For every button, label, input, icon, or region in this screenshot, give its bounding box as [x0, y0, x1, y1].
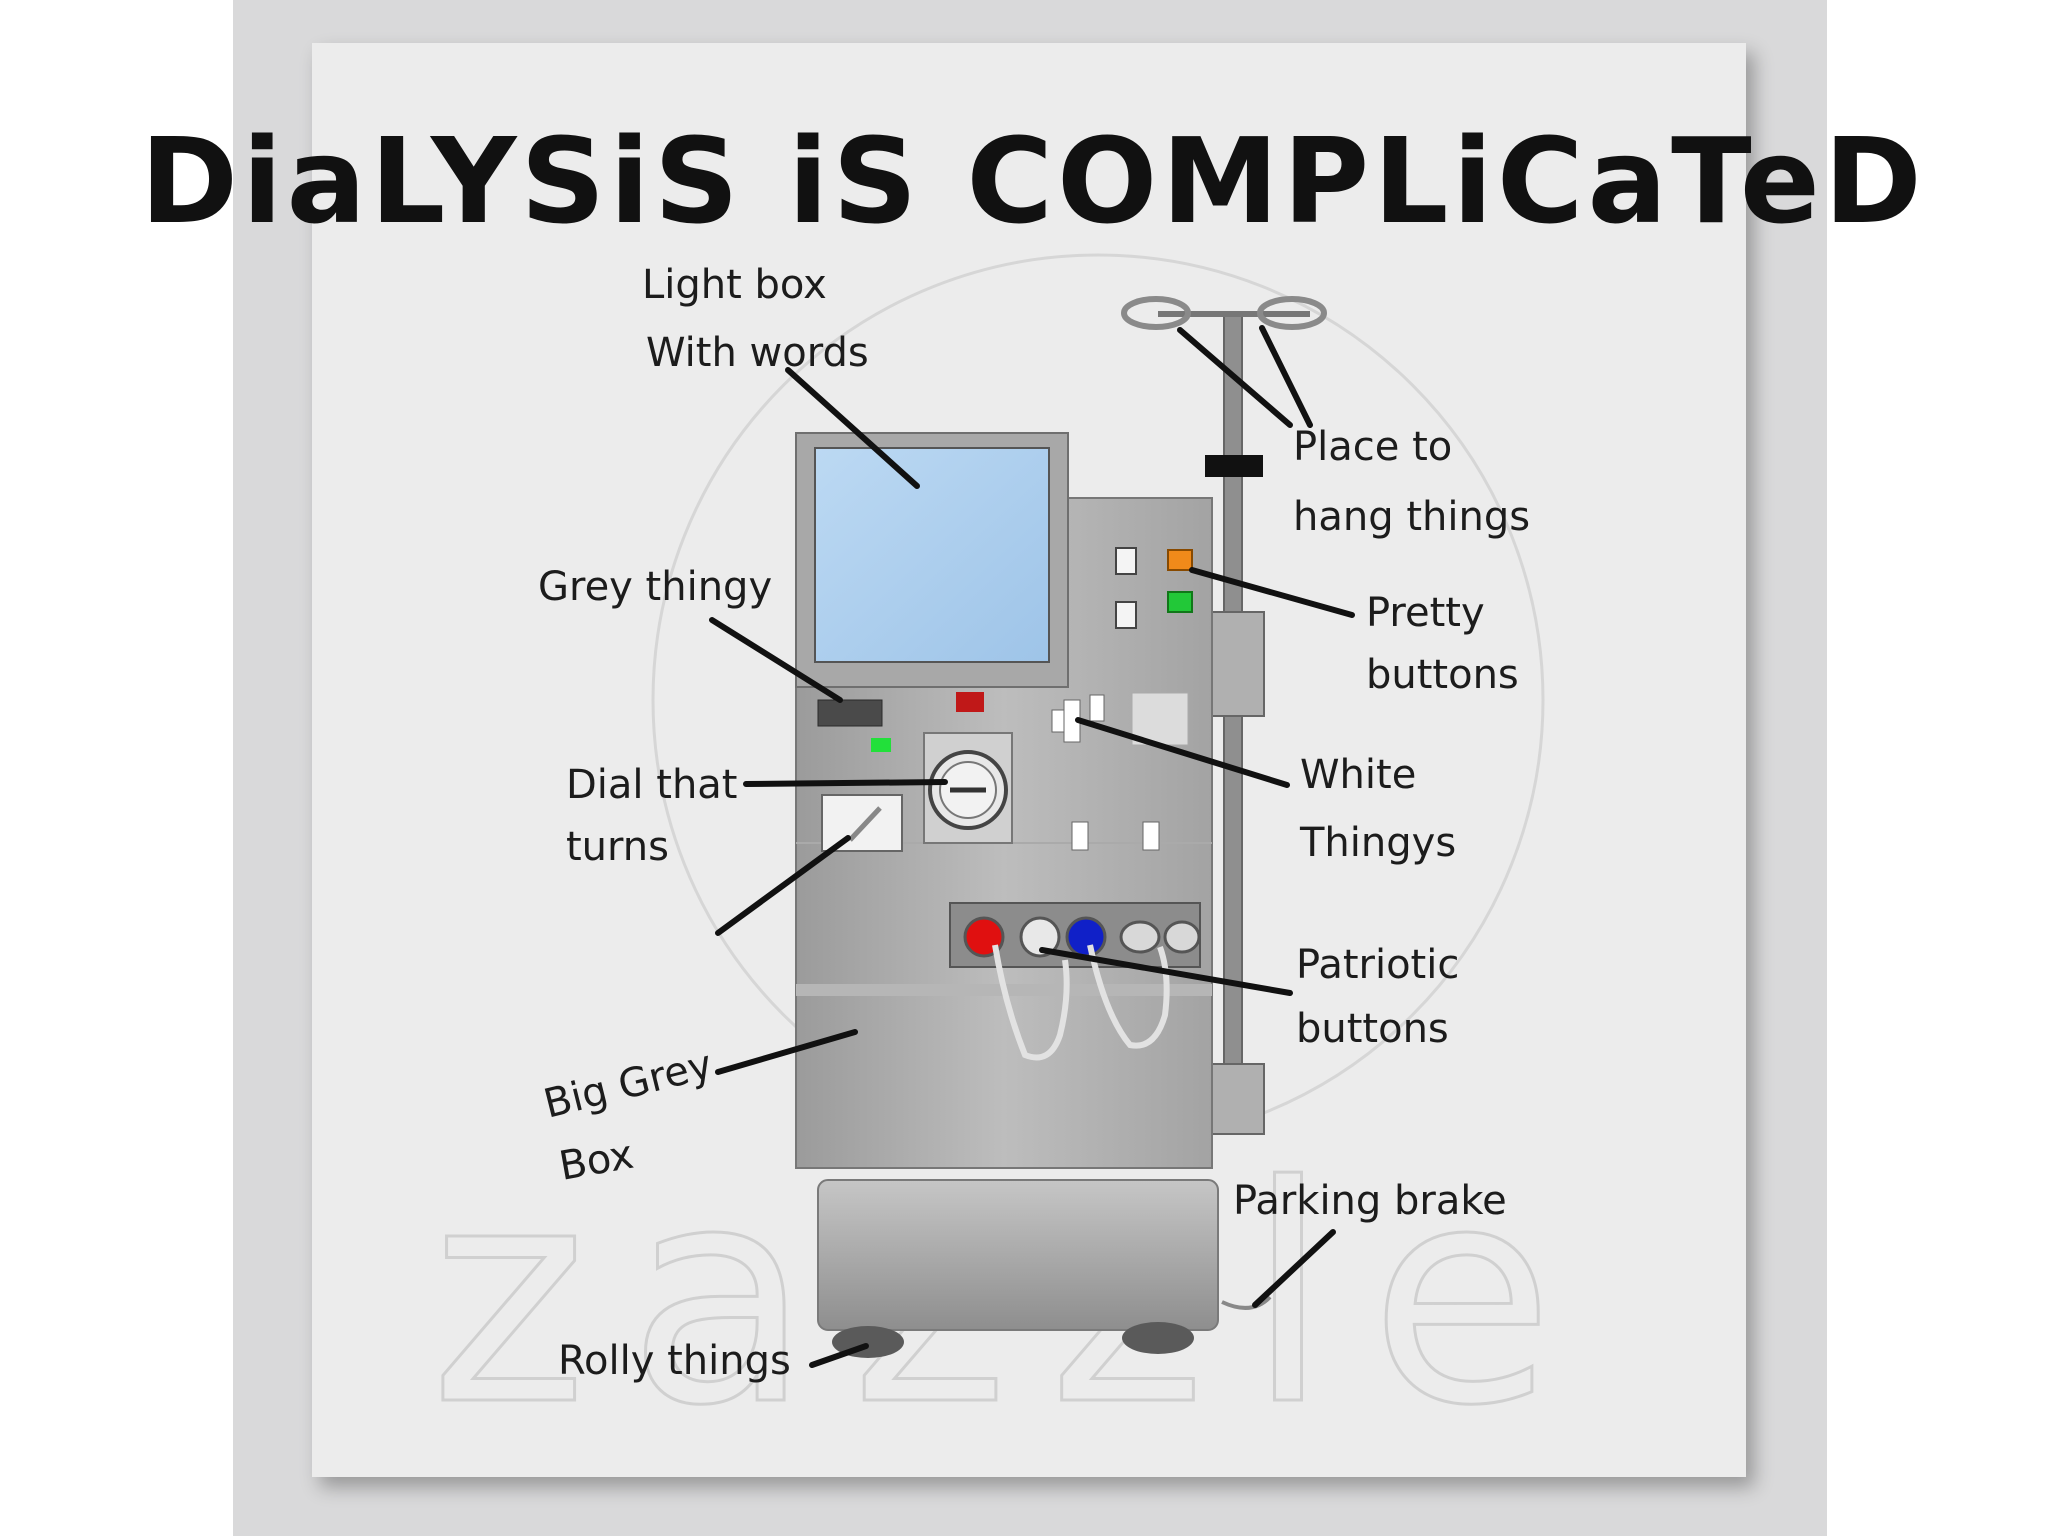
leader-line-white-thingys — [1075, 717, 1290, 788]
grey-button — [1163, 920, 1201, 954]
orange-button — [1167, 549, 1193, 571]
blue-button — [1065, 916, 1107, 958]
leader-line-gauge — [715, 835, 851, 936]
hook-right-icon — [1257, 296, 1327, 330]
svg-text:Light box: Light box — [642, 262, 827, 308]
svg-text:With words: With words — [646, 330, 869, 376]
label-rolly-things: Rolly things — [558, 1338, 791, 1384]
svg-text:hang things: hang things — [1293, 494, 1530, 540]
svg-text:White: White — [1300, 752, 1416, 798]
small-switch — [1115, 547, 1137, 575]
svg-text:buttons: buttons — [1296, 1006, 1449, 1052]
iv-pole — [1121, 296, 1327, 1135]
tubing — [992, 944, 1070, 1061]
wheel-icon — [1122, 1322, 1194, 1354]
pole-base-holder — [1211, 1063, 1265, 1135]
leader-line-hang-1 — [1177, 327, 1293, 428]
page-title: DiaLYSiS iS COMPLiCaTeD — [140, 112, 1926, 250]
parking-brake-pedal — [1221, 1295, 1272, 1310]
leader-line-big-grey-box — [715, 1029, 858, 1075]
svg-text:Rolly things: Rolly things — [558, 1338, 791, 1384]
svg-text:Big Grey: Big Grey — [539, 1042, 717, 1128]
svg-text:buttons: buttons — [1366, 652, 1519, 698]
svg-text:Grey thingy: Grey thingy — [538, 564, 772, 610]
grey-button — [1119, 920, 1161, 954]
label-pretty-buttons: Pretty buttons — [1366, 590, 1519, 698]
label-grey-thingy: Grey thingy — [538, 564, 772, 610]
svg-text:Dial that: Dial that — [566, 762, 737, 808]
svg-text:turns: turns — [566, 824, 669, 870]
light-box-screen — [814, 447, 1050, 663]
hook-left-icon — [1121, 296, 1191, 330]
gauge-panel — [821, 794, 903, 852]
leader-line-grey-thingy — [709, 617, 843, 703]
patriotic-buttons — [949, 902, 1201, 1061]
svg-text:Pretty: Pretty — [1366, 590, 1485, 636]
svg-text:Parking brake: Parking brake — [1233, 1178, 1507, 1224]
label-hang-things: Place to hang things — [1293, 424, 1530, 540]
leader-line-parking-brake — [1252, 1229, 1336, 1308]
label-light-box: Light box With words — [642, 262, 869, 376]
leader-line-dial — [743, 779, 948, 787]
svg-text:Thingys: Thingys — [1299, 820, 1456, 866]
red-light — [956, 692, 984, 712]
leader-line-pretty-buttons — [1189, 567, 1355, 618]
label-dial: Dial that turns — [566, 762, 737, 870]
pole-holder — [1211, 611, 1265, 717]
green-light — [871, 738, 891, 752]
dial — [923, 732, 1013, 844]
machine-base — [817, 1179, 1272, 1358]
grey-thingy — [817, 699, 883, 727]
small-switch — [1115, 601, 1137, 629]
svg-text:Place to: Place to — [1293, 424, 1452, 470]
pole-clamp — [1205, 455, 1263, 477]
leader-line-hang-2 — [1259, 325, 1313, 428]
white-button — [1019, 916, 1061, 958]
leader-line-light-box — [785, 367, 920, 489]
label-parking-brake: Parking brake — [1233, 1178, 1507, 1224]
label-white-thingys: White Thingys — [1299, 752, 1456, 866]
label-patriotic-buttons: Patriotic buttons — [1296, 942, 1459, 1052]
green-button — [1167, 591, 1193, 613]
leader-line-patriotic — [1039, 947, 1293, 996]
monitor — [795, 432, 1069, 688]
white-thingys — [1051, 692, 1189, 851]
tubing — [1087, 944, 1170, 1049]
leader-line-rolly-things — [809, 1343, 869, 1368]
svg-text:Patriotic: Patriotic — [1296, 942, 1459, 988]
